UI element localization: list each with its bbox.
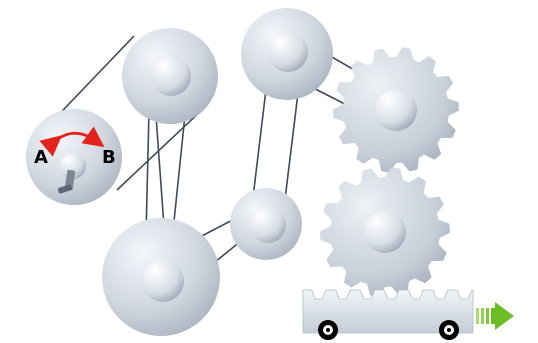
- belt-crank-bottom: [116, 107, 205, 191]
- gear-upper-hub: [375, 89, 417, 131]
- crank-handle-icon[interactable]: [57, 169, 76, 194]
- gear-lower-hub: [364, 211, 406, 253]
- pulley-middle-hub: [250, 207, 286, 243]
- label-a: A: [34, 147, 48, 168]
- pulley-top-middle-hub: [268, 32, 308, 72]
- pulley-middle[interactable]: [230, 188, 302, 260]
- label-b: B: [102, 147, 116, 168]
- crank-hub: [60, 153, 86, 179]
- pulley-bottom-left[interactable]: [102, 218, 220, 336]
- curved-double-arrow-icon: [39, 126, 105, 157]
- pulley-bottom-left-hub: [142, 260, 184, 302]
- pulley-top-left-hub: [151, 56, 191, 96]
- rack-body: [302, 289, 474, 334]
- pulley-top-left[interactable]: [122, 28, 218, 124]
- wheel-right: [439, 320, 459, 340]
- rack-cart[interactable]: [302, 289, 474, 340]
- wheel-left: [318, 320, 338, 340]
- crank-wheel[interactable]: A B: [26, 109, 122, 205]
- pulley-top-middle[interactable]: [241, 8, 333, 100]
- gear-lower[interactable]: [320, 167, 450, 297]
- gear-upper[interactable]: [333, 47, 459, 173]
- green-right-arrow-icon: [476, 302, 514, 330]
